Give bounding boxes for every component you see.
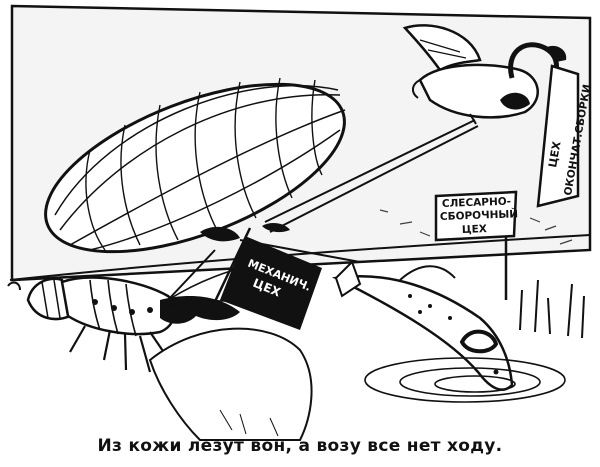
crawfish: [7, 261, 263, 377]
sign-slesar-line1: СЛЕСАРНО-: [442, 196, 512, 210]
shore-rock: [148, 327, 313, 441]
pike: [331, 260, 514, 391]
flag-meh-ceh: МЕХАНИЧ. ЦЕХ: [208, 227, 322, 330]
swan: [402, 24, 567, 125]
sign-slesar-line2: СБОРОЧНЫЙ: [440, 207, 519, 223]
reeds: [519, 279, 585, 339]
sign-slesar-line3: ЦЕХ: [462, 223, 487, 236]
zeppelin-cart: [44, 77, 346, 254]
banner-okonch-line1: ЦЕХ: [546, 140, 563, 169]
cartoon-caption: Из кожи лезут вон, а возу все нет ходу.: [97, 436, 503, 456]
water-pond: [364, 357, 566, 403]
sign-slesarno-sborochny: СЛЕСАРНО- СБОРОЧНЫЙ ЦЕХ: [434, 190, 519, 300]
